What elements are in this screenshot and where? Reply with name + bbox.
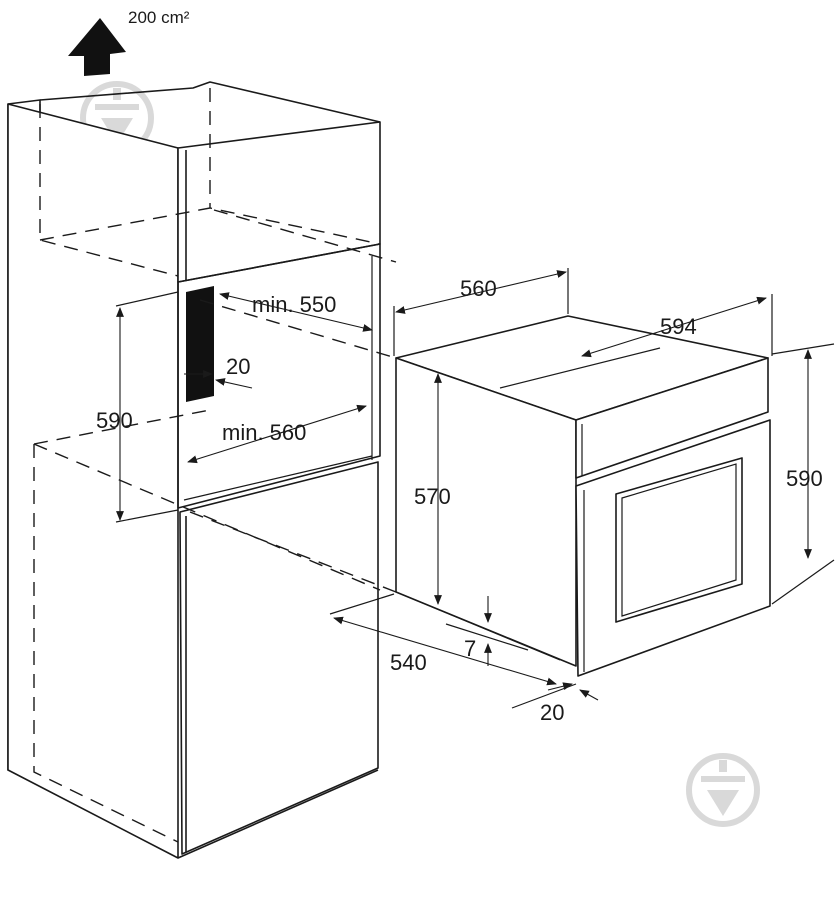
oven-window-inner (621, 463, 737, 617)
dim-oven-front-width: 594 (660, 314, 697, 339)
dim-niche-width: min. 560 (222, 420, 306, 445)
cabinet-lower-door (179, 461, 379, 855)
dim-ext-front-top (771, 343, 835, 355)
dim-ext-foot-gap (445, 623, 529, 651)
dim-strip-width: 20 (226, 354, 250, 379)
oven (395, 315, 771, 677)
cabinet (7, 81, 381, 859)
dim-line-niche-width (187, 404, 367, 464)
dim-ext-niche-bottom (115, 509, 179, 523)
cabinet-upper-front (177, 121, 381, 283)
cabinet-hidden-diag (33, 443, 381, 591)
niche-inner-bottom (183, 455, 373, 501)
dim-foot-gap: 7 (464, 636, 476, 661)
dim-line-oven-front-width (581, 296, 767, 358)
cabinet-hidden-shelf (33, 409, 211, 445)
dim-niche-depth: min. 550 (252, 292, 336, 317)
airflow-arrow-icon (68, 18, 126, 76)
dim-line-oven-depth (333, 616, 557, 686)
dim-line-front-thickness-right (579, 689, 599, 701)
dim-line-niche-depth (219, 292, 373, 332)
oven-control-panel (575, 357, 769, 479)
dim-line-strip-right (215, 378, 253, 389)
dim-ext-depth-left (329, 593, 395, 615)
dim-line-front-thickness-left (547, 682, 573, 691)
projection-low (189, 511, 397, 593)
dim-oven-front-height: 590 (786, 466, 823, 491)
airflow-label: 200 cm² (128, 8, 190, 27)
watermark-bottom-icon (686, 753, 760, 827)
dim-ext-niche-top (115, 291, 179, 307)
cabinet-top-back (39, 81, 381, 123)
dim-line-oven-top-width (395, 270, 567, 314)
cabinet-bottom-edge (177, 769, 379, 859)
dim-oven-body-height: 570 (414, 484, 451, 509)
dim-niche-height: 590 (96, 408, 133, 433)
oven-window (615, 457, 743, 623)
dim-ext-front-bottom (771, 559, 835, 605)
cabinet-hidden-lower (33, 444, 179, 843)
projection-upper (213, 209, 397, 263)
dim-front-thickness: 20 (540, 700, 564, 725)
niche-frame (177, 243, 381, 509)
dim-oven-depth: 540 (390, 650, 427, 675)
dim-oven-top-width: 560 (460, 276, 497, 301)
cabinet-hidden-top (39, 104, 179, 277)
